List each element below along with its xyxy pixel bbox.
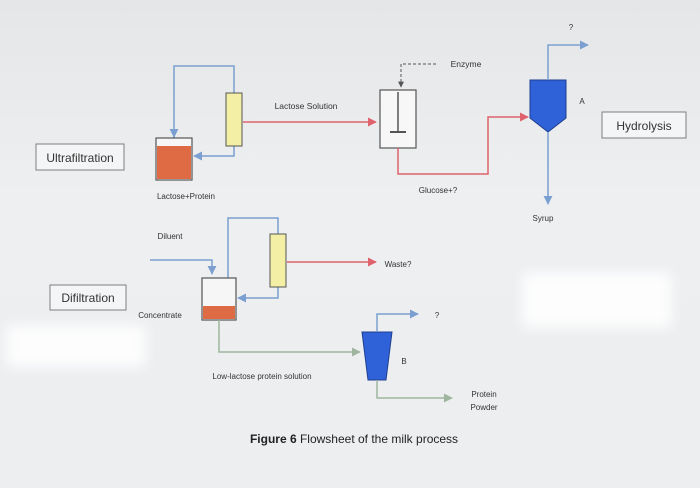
df-membrane-module [269,233,287,288]
point-a-label: A [579,97,585,106]
protein-label: Protein [471,390,496,399]
difiltration-label: Difiltration [61,291,114,305]
diluent-label: Diluent [158,232,184,241]
powder-label: Powder [470,403,497,412]
figure-caption-text: Flowsheet of the milk process [297,432,458,446]
hydrolysis-label-box: Hydrolysis [601,111,687,139]
figure-caption-number: Figure 6 [250,432,297,446]
lactose-solution-label: Lactose Solution [275,101,338,111]
point-b-label: B [401,357,406,366]
glucose-pipe [397,112,529,175]
enzyme-label: Enzyme [451,59,482,69]
uf-return-pipe [193,146,235,161]
hydrolysis-label: Hydrolysis [616,119,671,133]
waste-label: Waste? [385,260,412,269]
separator-b-top-question: ? [435,311,440,320]
low-lactose-pipe [218,320,361,357]
separator-a-top-pipe [547,40,589,80]
syrup-label: Syrup [533,214,554,223]
difiltration-label-box: Difiltration [49,284,127,311]
separator-a [529,79,567,133]
hydrolysis-reactor [379,89,417,149]
protein-powder-pipe [376,380,453,403]
separator-b-top-pipe [376,309,419,332]
df-recycle-pipe [227,217,279,278]
concentrate-label: Concentrate [138,311,182,320]
enzyme-feed-line [398,63,436,88]
ultrafiltration-label-box: Ultrafiltration [35,143,125,171]
screen-glare-left [6,325,146,367]
separator-a-top-question: ? [569,23,574,32]
diluent-feed-pipe [150,259,217,275]
figure-caption: Figure 6 Flowsheet of the milk process [250,432,458,446]
lactose-protein-label: Lactose+Protein [157,192,215,201]
df-return-pipe [237,287,279,303]
ultrafiltration-label: Ultrafiltration [46,151,113,165]
glucose-label: Glucose+? [419,186,458,195]
df-feed-tank [201,277,237,321]
separator-b [361,331,393,381]
low-lactose-label: Low-lactose protein solution [212,372,311,381]
screen-glare-right [522,272,672,328]
uf-membrane-module [225,92,243,147]
uf-recycle-pipe [173,65,235,138]
uf-feed-tank [155,137,193,181]
